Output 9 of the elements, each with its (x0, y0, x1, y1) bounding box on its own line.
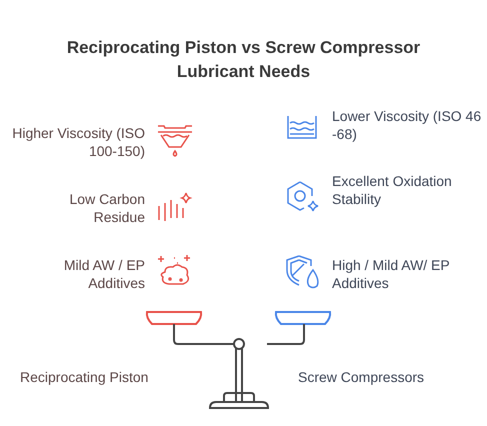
property-label: Higher Viscosity (ISO 100-150) (11, 124, 145, 160)
property-label: High / Mild AW/ EP Additives (332, 256, 450, 292)
property-label: Low Carbon Residue (68, 190, 145, 226)
property-label: Excellent Oxidation Stability (332, 172, 453, 208)
scale-side-label: Reciprocating Piston (20, 368, 150, 386)
property-label: Lower Viscosity (ISO 46 -68) (332, 107, 482, 143)
title: Reciprocating Piston vs Screw Compressor Lubricant Needs (66, 37, 422, 83)
scale-side-label: Screw Compressors (298, 368, 426, 386)
property-label: Mild AW / EP Additives (62, 256, 145, 292)
